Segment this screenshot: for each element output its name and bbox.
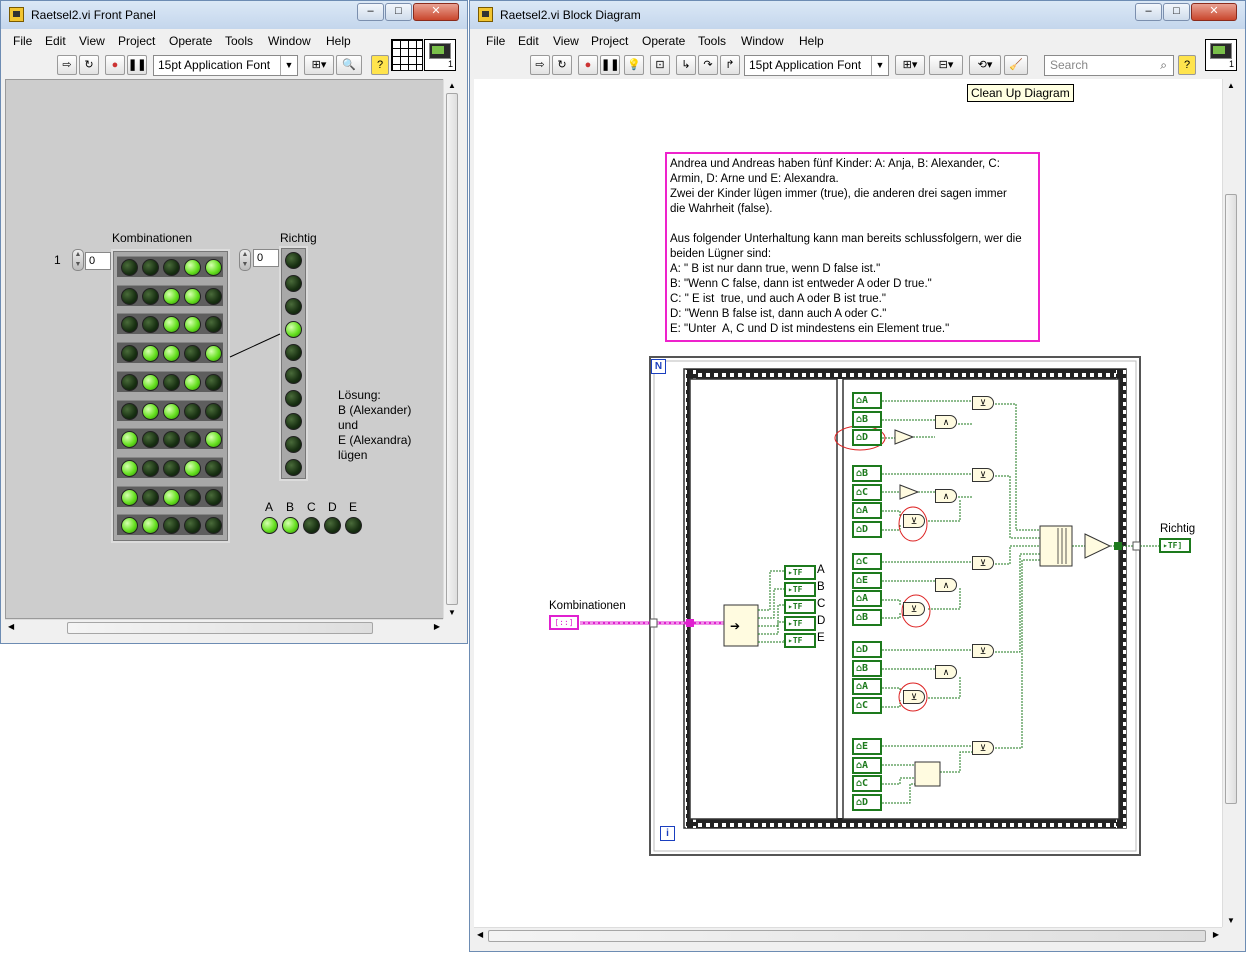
indicator-label: E: [817, 632, 825, 644]
kombinationen-terminal[interactable]: [::]: [549, 615, 579, 630]
richtig-terminal[interactable]: ▸TF]: [1159, 538, 1191, 553]
boolean-indicator-terminal[interactable]: ▸TF: [784, 565, 816, 580]
and-gate-icon[interactable]: ∧: [935, 489, 957, 503]
local-variable[interactable]: ⌂D: [852, 429, 882, 446]
xor-gate-icon[interactable]: ⊻: [903, 690, 925, 704]
local-variable[interactable]: ⌂C: [852, 775, 882, 792]
local-variable[interactable]: ⌂A: [852, 590, 882, 607]
local-variable[interactable]: ⌂A: [852, 502, 882, 519]
local-variable[interactable]: ⌂D: [852, 641, 882, 658]
and-gate-icon[interactable]: ∧: [935, 578, 957, 592]
local-variable[interactable]: ⌂C: [852, 553, 882, 570]
local-variable[interactable]: ⌂C: [852, 697, 882, 714]
richtig-terminal-label: Richtig: [1160, 523, 1195, 535]
local-variable[interactable]: ⌂C: [852, 484, 882, 501]
local-variable[interactable]: ⌂A: [852, 678, 882, 695]
xor-gate-icon[interactable]: ⊻: [972, 644, 994, 658]
indicator-label: D: [817, 615, 825, 627]
local-variable[interactable]: ⌂A: [852, 392, 882, 409]
xor-gate-icon[interactable]: ⊻: [972, 556, 994, 570]
local-variable[interactable]: ⌂E: [852, 572, 882, 589]
local-variable[interactable]: ⌂A: [852, 757, 882, 774]
local-variable[interactable]: ⌂E: [852, 738, 882, 755]
xor-gate-icon[interactable]: ⊻: [903, 514, 925, 528]
kombinationen-terminal-label: Kombinationen: [549, 600, 626, 612]
local-variable[interactable]: ⌂B: [852, 465, 882, 482]
and-gate-icon[interactable]: ∧: [935, 415, 957, 429]
boolean-indicator-terminal[interactable]: ▸TF: [784, 616, 816, 631]
xor-gate-icon[interactable]: ⊻: [972, 741, 994, 755]
boolean-indicator-terminal[interactable]: ▸TF: [784, 633, 816, 648]
xor-gate-icon[interactable]: ⊻: [972, 396, 994, 410]
local-variable[interactable]: ⌂B: [852, 660, 882, 677]
boolean-indicator-terminal[interactable]: ▸TF: [784, 599, 816, 614]
boolean-indicator-terminal[interactable]: ▸TF: [784, 582, 816, 597]
loop-count-terminal[interactable]: N: [651, 359, 666, 374]
indicator-label: C: [817, 598, 825, 610]
svg-text:➔: ➔: [730, 619, 740, 633]
xor-gate-icon[interactable]: ⊻: [903, 602, 925, 616]
local-variable[interactable]: ⌂D: [852, 521, 882, 538]
loop-iteration-terminal[interactable]: i: [660, 826, 675, 841]
local-variable[interactable]: ⌂B: [852, 609, 882, 626]
local-variable[interactable]: ⌂B: [852, 411, 882, 428]
indicator-label: B: [817, 581, 825, 593]
indicator-label: A: [817, 564, 825, 576]
xor-gate-icon[interactable]: ⊻: [972, 468, 994, 482]
local-variable[interactable]: ⌂D: [852, 794, 882, 811]
and-gate-icon[interactable]: ∧: [935, 665, 957, 679]
